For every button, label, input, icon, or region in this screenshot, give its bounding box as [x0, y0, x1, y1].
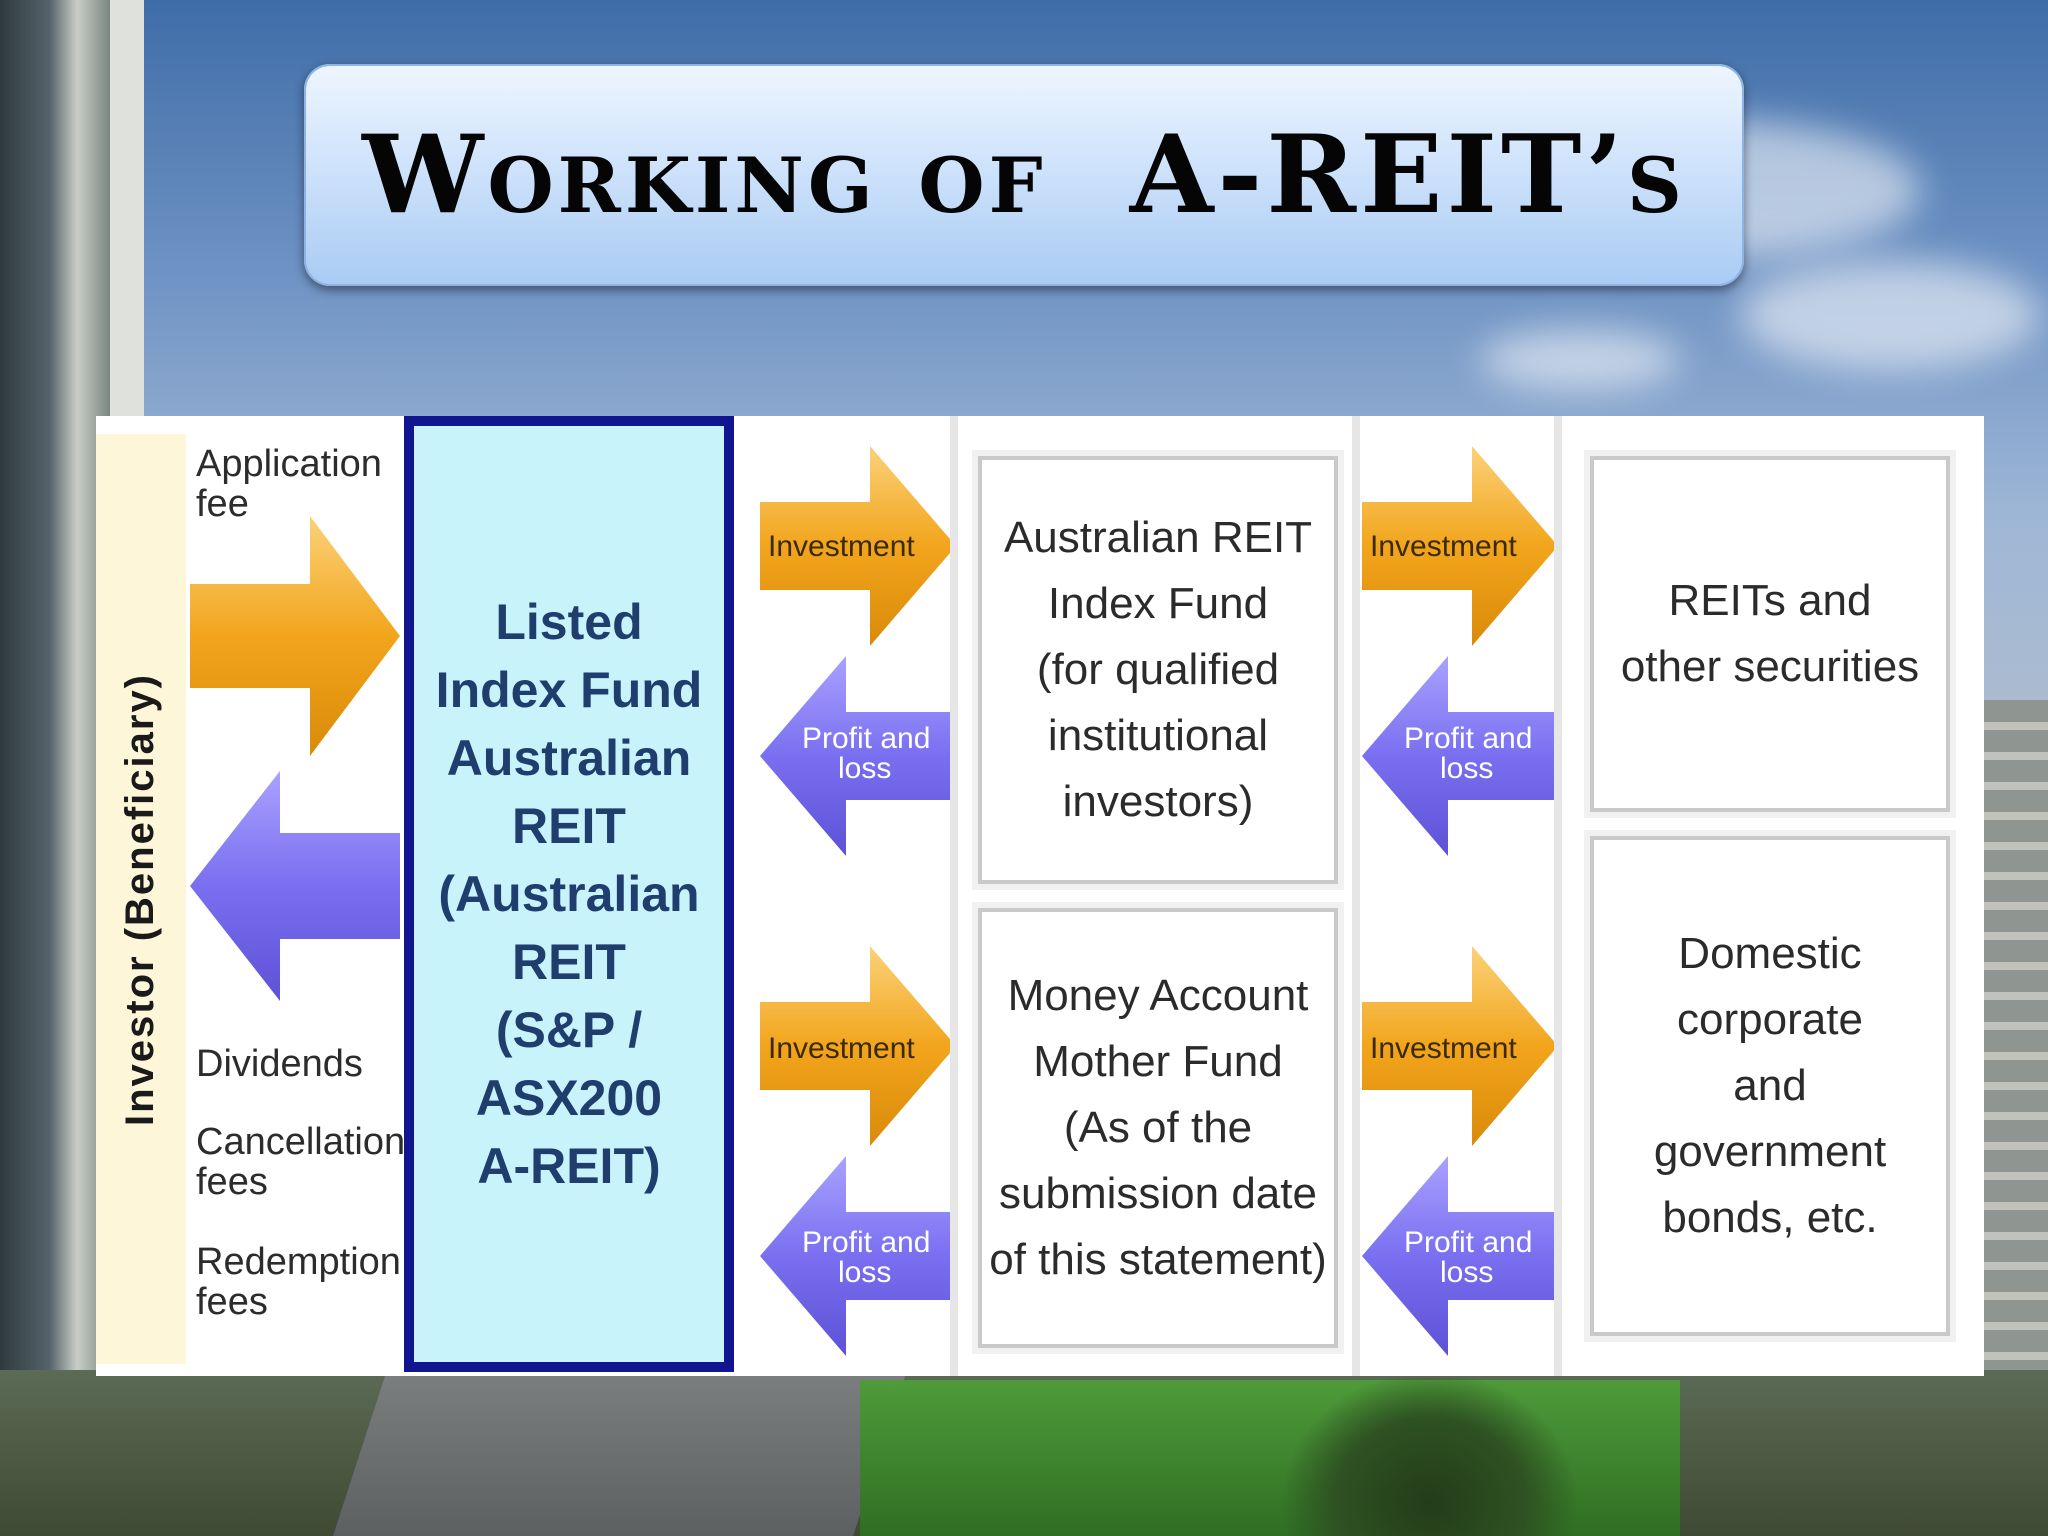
background-cloud	[1740, 260, 2040, 370]
investment-arrow-right-bottom: Investment	[1362, 946, 1558, 1146]
listed-index-fund-text: Listed Index Fund Australian REIT (Austr…	[435, 594, 703, 1194]
column-separator	[1352, 416, 1360, 1376]
domestic-bonds-text: Domestic corporate and government bonds,…	[1653, 929, 1887, 1242]
cancellation-fees-label: Cancellation fees	[196, 1121, 406, 1203]
investor-label: Investor (Beneficiary)	[118, 672, 163, 1126]
investment-label: Investment	[1370, 530, 1517, 563]
background-road	[333, 1370, 907, 1536]
background-city	[1984, 700, 2048, 1400]
investor-bar: Investor (Beneficiary)	[96, 434, 186, 1364]
money-account-mother-fund-box: Money Account Mother Fund (As of the sub…	[978, 908, 1338, 1348]
dividends-label: Dividends	[196, 1043, 363, 1085]
title-banner: Working of A-REIT’s	[304, 64, 1744, 286]
column-separator	[950, 416, 958, 1376]
domestic-bonds-box: Domestic corporate and government bonds,…	[1590, 836, 1950, 1336]
application-fee-label: Application fee	[196, 443, 382, 525]
australian-reit-index-fund-box: Australian REIT Index Fund (for qualifie…	[978, 456, 1338, 884]
reit-flow-diagram: Investor (Beneficiary) Application fee D…	[96, 416, 1984, 1376]
application-fee-arrow	[190, 516, 400, 756]
slide-title: Working of A-REIT’s	[362, 112, 1686, 238]
dividends-arrow	[190, 771, 400, 1001]
investment-label: Investment	[768, 1032, 915, 1065]
background-building	[0, 0, 110, 1536]
reits-other-securities-text: REITs and other securities	[1620, 576, 1920, 691]
investment-arrow-right-top: Investment	[1362, 446, 1558, 646]
listed-index-fund-box: Listed Index Fund Australian REIT (Austr…	[404, 416, 734, 1372]
investment-label: Investment	[768, 530, 915, 563]
investment-arrow-bottom: Investment	[760, 946, 956, 1146]
reits-other-securities-box: REITs and other securities	[1590, 456, 1950, 812]
column-separator	[1554, 416, 1562, 1376]
investment-arrow-top: Investment	[760, 446, 956, 646]
investment-label: Investment	[1370, 1032, 1517, 1065]
background-cloud	[1480, 330, 1680, 390]
money-account-mother-fund-text: Money Account Mother Fund (As of the sub…	[989, 971, 1327, 1284]
background-palm	[1280, 1370, 1580, 1536]
redemption-fees-label: Redemption fees	[196, 1241, 401, 1323]
australian-reit-index-fund-text: Australian REIT Index Fund (for qualifie…	[1003, 513, 1313, 826]
